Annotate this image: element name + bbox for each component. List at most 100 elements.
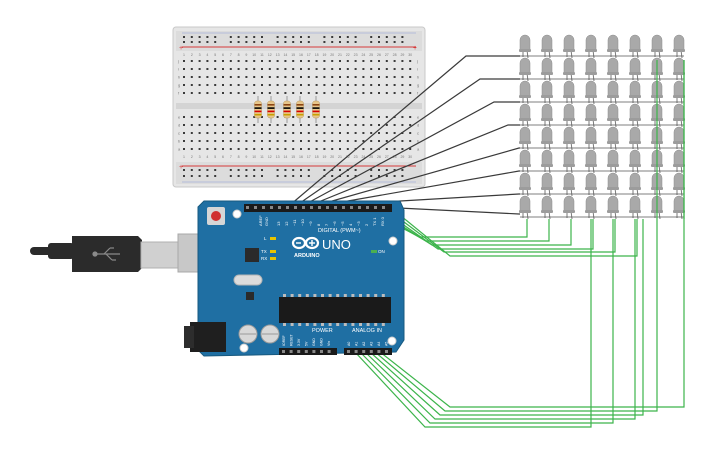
- led[interactable]: [519, 195, 531, 220]
- led[interactable]: [585, 57, 597, 82]
- power-jack[interactable]: [190, 322, 226, 352]
- led[interactable]: [541, 172, 553, 197]
- digital-pin[interactable]: [366, 206, 369, 209]
- analog-pin[interactable]: [385, 350, 388, 353]
- led[interactable]: [673, 195, 685, 220]
- led[interactable]: [563, 195, 575, 220]
- resistor[interactable]: [296, 96, 304, 123]
- led[interactable]: [673, 103, 685, 128]
- led[interactable]: [585, 103, 597, 128]
- led[interactable]: [629, 195, 641, 220]
- led[interactable]: [519, 103, 531, 128]
- led[interactable]: [563, 34, 575, 59]
- analog-pin[interactable]: [377, 350, 381, 353]
- led[interactable]: [585, 34, 597, 59]
- led[interactable]: [607, 172, 619, 197]
- led[interactable]: [541, 149, 553, 174]
- usb-cable[interactable]: [30, 233, 211, 273]
- column-wire[interactable]: [369, 219, 644, 416]
- row-wire[interactable]: [296, 78, 520, 206]
- column-wire[interactable]: [354, 219, 592, 428]
- power-pin[interactable]: [304, 350, 308, 353]
- led[interactable]: [673, 126, 685, 151]
- power-pin[interactable]: [327, 350, 331, 353]
- led[interactable]: [541, 195, 553, 220]
- power-pin[interactable]: [312, 350, 316, 353]
- digital-pin[interactable]: [342, 206, 345, 209]
- digital-pin[interactable]: [358, 206, 361, 209]
- resistor[interactable]: [254, 96, 262, 123]
- digital-pin[interactable]: [286, 206, 289, 209]
- led[interactable]: [673, 57, 685, 82]
- led-matrix[interactable]: [519, 34, 685, 220]
- resistor[interactable]: [283, 96, 291, 123]
- led[interactable]: [651, 34, 663, 59]
- led[interactable]: [629, 57, 641, 82]
- resistors[interactable]: [254, 96, 320, 123]
- digital-pin[interactable]: [302, 206, 305, 209]
- led[interactable]: [563, 57, 575, 82]
- digital-pin[interactable]: [334, 206, 337, 209]
- led[interactable]: [541, 34, 553, 59]
- led[interactable]: [519, 149, 531, 174]
- column-wire[interactable]: [359, 219, 614, 424]
- led[interactable]: [673, 34, 685, 59]
- analog-pin[interactable]: [347, 350, 350, 353]
- row-wire[interactable]: [317, 147, 520, 206]
- digital-pin[interactable]: [294, 206, 297, 209]
- led[interactable]: [629, 149, 641, 174]
- led[interactable]: [629, 126, 641, 151]
- power-pin[interactable]: [297, 350, 301, 353]
- resistor[interactable]: [267, 96, 275, 123]
- led[interactable]: [673, 149, 685, 174]
- led[interactable]: [541, 80, 553, 105]
- led[interactable]: [563, 80, 575, 105]
- row-wires[interactable]: [289, 55, 520, 215]
- led[interactable]: [519, 34, 531, 59]
- column-wire[interactable]: [379, 60, 685, 408]
- led[interactable]: [563, 149, 575, 174]
- led[interactable]: [563, 103, 575, 128]
- led[interactable]: [541, 103, 553, 128]
- row-wire[interactable]: [324, 170, 520, 206]
- led[interactable]: [607, 103, 619, 128]
- led[interactable]: [541, 57, 553, 82]
- led[interactable]: [607, 149, 619, 174]
- analog-pin[interactable]: [369, 350, 373, 353]
- led[interactable]: [519, 172, 531, 197]
- analog-pin[interactable]: [354, 350, 358, 353]
- led[interactable]: [585, 126, 597, 151]
- digital-pin[interactable]: [246, 206, 249, 209]
- led[interactable]: [585, 195, 597, 220]
- power-pin[interactable]: [289, 350, 293, 353]
- led[interactable]: [607, 34, 619, 59]
- led[interactable]: [519, 80, 531, 105]
- digital-pin[interactable]: [382, 206, 385, 209]
- led[interactable]: [585, 80, 597, 105]
- power-pin[interactable]: [320, 350, 323, 353]
- led[interactable]: [673, 80, 685, 105]
- column-wire[interactable]: [374, 60, 658, 412]
- resistor[interactable]: [312, 96, 320, 123]
- column-wires[interactable]: [354, 60, 685, 428]
- led[interactable]: [607, 126, 619, 151]
- digital-pin[interactable]: [326, 206, 329, 209]
- column-wire[interactable]: [383, 206, 616, 253]
- led[interactable]: [607, 57, 619, 82]
- led[interactable]: [607, 80, 619, 105]
- analog-pin[interactable]: [362, 350, 366, 353]
- led[interactable]: [629, 103, 641, 128]
- led[interactable]: [585, 149, 597, 174]
- led[interactable]: [673, 172, 685, 197]
- led[interactable]: [519, 57, 531, 82]
- led[interactable]: [629, 34, 641, 59]
- digital-pin[interactable]: [278, 206, 281, 209]
- row-wire[interactable]: [289, 55, 520, 206]
- digital-pin[interactable]: [254, 206, 257, 209]
- column-wire[interactable]: [364, 219, 636, 420]
- led[interactable]: [563, 172, 575, 197]
- column-wire[interactable]: [377, 206, 594, 250]
- digital-pin[interactable]: [350, 206, 353, 209]
- power-pin[interactable]: [282, 350, 285, 353]
- led[interactable]: [629, 80, 641, 105]
